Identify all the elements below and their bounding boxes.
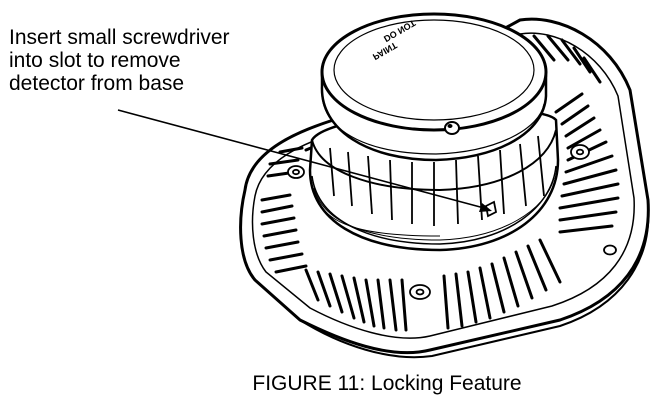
callout-line-3: detector from base	[9, 72, 185, 95]
callout-line-2: into slot to remove	[9, 49, 181, 72]
locking-slot	[484, 200, 498, 218]
callout-line-1: Insert small screwdriver	[9, 26, 230, 49]
figure-caption: FIGURE 11: Locking Feature	[252, 372, 522, 395]
screw-holes	[287, 144, 617, 300]
callout-text: Insert small screwdriver into slot to re…	[9, 26, 269, 95]
detector-head	[308, 12, 560, 252]
leader-arrow	[117, 109, 492, 212]
